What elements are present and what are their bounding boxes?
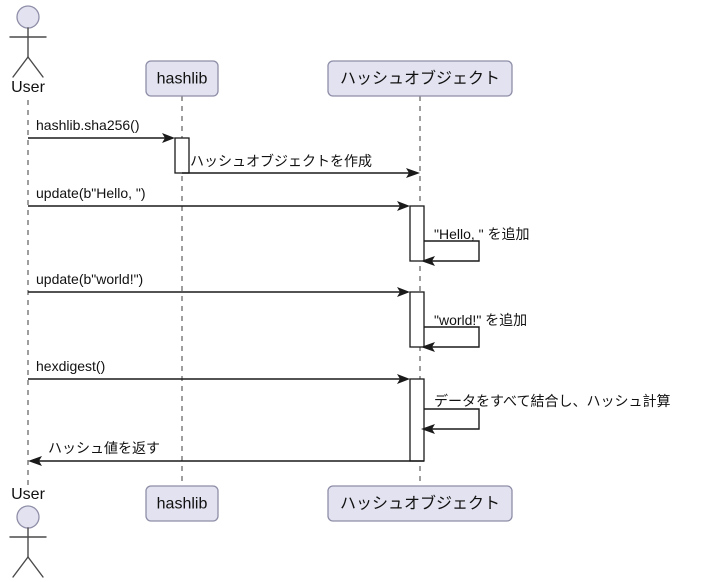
activation-bar-hashobj-0 [409, 205, 425, 262]
participant-hashlib-bottom-box [145, 485, 219, 522]
participant-hashlib-top[interactable]: hashlib [145, 60, 219, 97]
message-4-arrowhead [397, 287, 410, 297]
participant-hashobj-top-label: ハッシュオブジェクト [340, 69, 500, 88]
message-5-self-append-world[interactable]: "world!" を追加 [421, 312, 527, 352]
participant-hashobj-bottom-box [327, 485, 513, 522]
message-8-arrowhead [28, 456, 42, 466]
participant-hashobj-top-box [327, 60, 513, 97]
message-7-arrowhead [421, 424, 435, 434]
message-1-label: ハッシュオブジェクトを作成 [190, 153, 372, 169]
message-5-self-path [424, 326, 480, 348]
message-1-create-hash-object[interactable]: ハッシュオブジェクトを作成 [182, 153, 420, 178]
message-5-arrowhead [421, 342, 435, 352]
activation-bar-hashobj-1 [409, 291, 425, 348]
message-7-label: データをすべて結合し、ハッシュ計算 [434, 393, 670, 409]
actor-user-bottom[interactable]: User [9, 486, 47, 578]
participant-hashlib-bottom-label: hashlib [157, 496, 208, 513]
actor-leg-right-line [27, 56, 44, 78]
message-8-return-hash-value[interactable]: ハッシュ値を返す [28, 440, 424, 466]
activation-bar-hashlib-0 [174, 137, 190, 174]
activation-bar-hashobj-2 [409, 378, 425, 462]
message-2-arrowhead [397, 201, 410, 211]
participant-hashlib-top-label: hashlib [157, 71, 208, 88]
message-5-label: "world!" を追加 [434, 312, 527, 328]
message-6-label: hexdigest() [36, 358, 105, 374]
actor-head-icon-bottom [16, 505, 40, 529]
message-8-label: ハッシュ値を返す [48, 440, 160, 456]
participant-hashobj-top[interactable]: ハッシュオブジェクト [327, 60, 513, 97]
message-3-self-append-hello[interactable]: "Hello, " を追加 [421, 226, 530, 266]
message-0-arrowhead [162, 133, 175, 143]
message-0-hashlib-sha256[interactable]: hashlib.sha256() [28, 117, 175, 143]
actor-user-bottom-label: User [11, 486, 45, 503]
message-2-update-hello[interactable]: update(b"Hello, ") [28, 185, 410, 211]
participant-hashlib-top-box [145, 60, 219, 97]
activations-layer [174, 137, 425, 462]
lifelines-layer [27, 96, 421, 487]
actor-leg-left-line-bottom [12, 556, 29, 578]
message-4-label: update(b"world!") [36, 271, 143, 287]
participant-hashobj-bottom-label: ハッシュオブジェクト [340, 494, 500, 513]
message-7-self-path [424, 408, 480, 430]
message-6-arrowhead [397, 374, 410, 384]
message-0-label: hashlib.sha256() [36, 117, 140, 133]
message-7-self-combine-hash[interactable]: データをすべて結合し、ハッシュ計算 [421, 393, 670, 434]
message-3-arrowhead [421, 256, 435, 266]
message-4-update-world[interactable]: update(b"world!") [28, 271, 410, 297]
participant-hashobj-bottom[interactable]: ハッシュオブジェクト [327, 485, 513, 522]
message-1-arrowhead [406, 168, 420, 178]
actor-head-icon [16, 5, 40, 29]
actor-user-top[interactable]: User [9, 5, 47, 96]
actor-user-top-label: User [11, 79, 45, 96]
message-2-label: update(b"Hello, ") [36, 185, 146, 201]
message-3-label: "Hello, " を追加 [434, 226, 530, 242]
actor-leg-right-line-bottom [27, 556, 44, 578]
actor-leg-left-line [12, 56, 29, 78]
participant-hashlib-bottom[interactable]: hashlib [145, 485, 219, 522]
message-3-self-path [424, 240, 480, 262]
message-6-hexdigest[interactable]: hexdigest() [28, 358, 410, 384]
